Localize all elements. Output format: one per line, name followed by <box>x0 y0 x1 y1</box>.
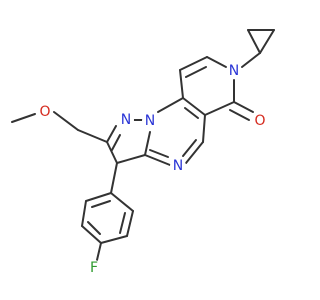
bond-ch2-c2 <box>77 129 108 143</box>
atom-label: N <box>173 158 183 174</box>
atom-label: O <box>39 104 50 120</box>
atom-label: N <box>229 63 239 79</box>
atom-background <box>170 158 186 174</box>
atom-oxygen-carbonyl: O <box>252 113 268 129</box>
bond-ar4-ar5 <box>81 225 102 244</box>
bond-cp3-cp1 <box>259 29 275 54</box>
bond-c3-aryl <box>110 162 118 194</box>
atom-label: N <box>121 112 131 128</box>
bond-ar4-ar5-double <box>87 221 101 235</box>
atom-nitrogen-pyrazole: N <box>118 112 134 128</box>
atom-nitrogen-bridge: N <box>142 113 158 129</box>
bond-c9-c8 <box>179 56 208 71</box>
bond-ar2-ar3 <box>126 210 134 237</box>
bond-ar3-ar4 <box>100 235 128 244</box>
bond-methyl-o <box>11 113 36 123</box>
atom-label: O <box>254 113 265 129</box>
bond-nbridge-c9a <box>157 97 184 113</box>
bond-c9a-c9 <box>179 69 184 99</box>
bond-c3a-c3 <box>116 154 146 164</box>
atom-background <box>142 113 158 129</box>
bond-ar6-ar1-double <box>91 200 111 208</box>
bond-c9a-c5a-double <box>184 107 199 119</box>
bond-namide-cp1 <box>241 52 261 68</box>
atom-nitrogen-amide: N <box>226 63 242 79</box>
bond-c9a-c5a <box>182 97 206 116</box>
bond-c5-npyr-double <box>182 139 197 157</box>
bond-lines <box>11 29 275 261</box>
bond-ar1-ar2 <box>110 192 134 212</box>
bond-c6-o <box>233 101 254 113</box>
atom-background <box>252 113 268 129</box>
bond-ar5-ar6 <box>81 200 87 227</box>
bond-npyr-c3a-double <box>149 149 169 158</box>
atom-background <box>118 112 134 128</box>
bond-ar2-ar3-double <box>119 212 126 234</box>
atom-nitrogen-pyrimidine: N <box>170 158 186 174</box>
bond-c8-namide <box>206 56 227 68</box>
bond-c6-o-double <box>229 109 250 121</box>
molecule-structure-diagram: O N N N N O F <box>11 29 275 276</box>
bond-npyr-c3a <box>144 154 171 166</box>
bond-c2-n1-double <box>111 134 121 151</box>
bond-c9-c8-double <box>185 66 207 78</box>
atom-labels: O N N N N O F <box>37 63 268 276</box>
atom-background <box>86 260 102 276</box>
bond-c6-c5a <box>204 101 235 116</box>
bond-c5-npyr <box>185 141 204 164</box>
atom-background <box>226 63 242 79</box>
atom-oxygen-methoxy: O <box>37 104 53 120</box>
atom-label: F <box>90 260 98 276</box>
atom-label: N <box>145 113 155 129</box>
atom-fluorine: F <box>86 260 102 276</box>
bond-c2-n1 <box>106 125 117 143</box>
bond-nbridge-c3a <box>144 131 151 156</box>
bond-o-ch2 <box>53 111 79 131</box>
bond-ar6-ar1 <box>85 192 112 202</box>
atom-background <box>37 104 53 120</box>
bond-ar4-f <box>96 242 102 261</box>
bond-c5a-c5 <box>202 114 206 143</box>
bond-c3-c2 <box>106 141 118 164</box>
bond-cp1-cp2 <box>247 29 261 54</box>
